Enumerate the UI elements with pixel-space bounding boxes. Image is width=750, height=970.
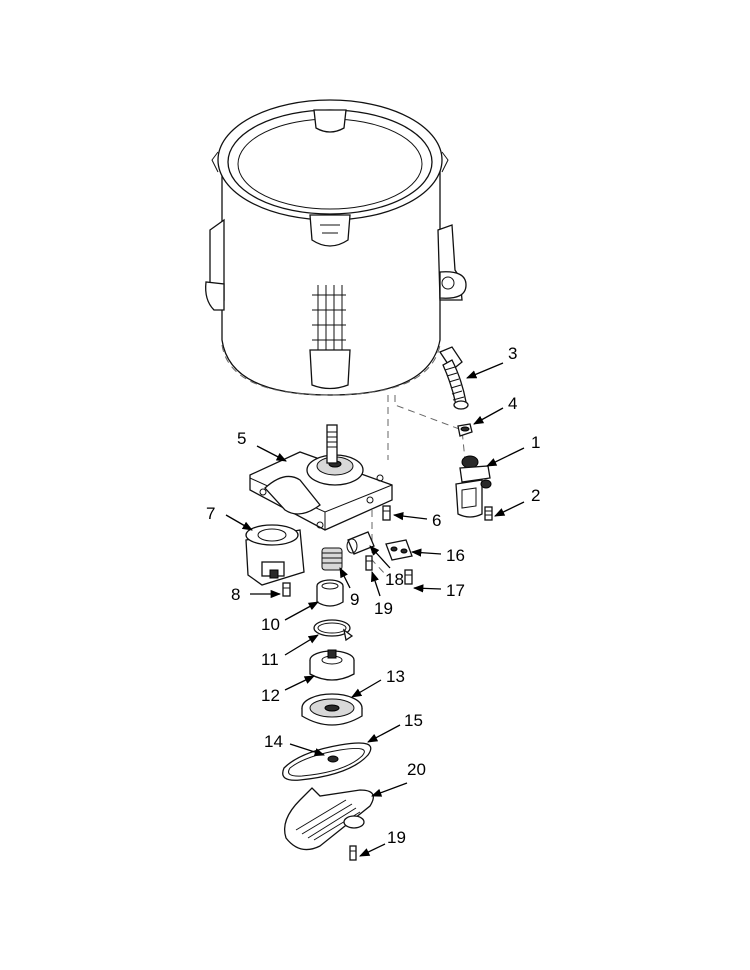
leader-arrows [225,362,525,857]
callout-10: 10 [261,615,280,634]
leader-arrow-5 [256,445,287,462]
shift-spring [321,547,343,571]
callout-3: 3 [508,344,517,363]
leader-arrow-12 [284,675,315,691]
actuator-screw [404,569,413,585]
leader-arrow-14 [289,743,325,757]
leader-arrow-2 [494,501,525,517]
callout-1: 1 [531,433,540,452]
connector-screw [365,555,373,571]
actuator-connector [346,531,375,555]
drive-motor [245,524,305,586]
shift-actuator [385,539,413,561]
leader-arrow-4 [473,407,504,425]
outer-tub [205,99,467,396]
callout-15: 15 [404,711,423,730]
callout-16: 16 [446,546,465,565]
callout-19-upper: 19 [374,599,393,618]
cover-screw [349,845,357,861]
mounting-plate [249,424,393,531]
callout-14: 14 [264,732,283,751]
callout-20: 20 [407,760,426,779]
drive-pulley [301,693,363,726]
leader-arrow-11 [284,634,319,656]
leader-arrow-19b [359,843,386,857]
leader-arrow-18 [369,545,391,569]
callout-12: 12 [261,686,280,705]
pump-screw [484,506,493,521]
leader-arrow-13 [351,679,382,698]
callout-17: 17 [446,581,465,600]
drain-hose [439,346,469,410]
callout-9: 9 [350,590,359,609]
leader-arrow-20 [371,782,408,797]
drain-pump [455,455,492,518]
motor-screw [282,582,291,597]
retaining-clip [313,619,354,642]
pulley-cover [283,787,374,851]
callout-18: 18 [385,570,404,589]
leader-arrow-7 [225,514,253,531]
callout-labels: 1 2 3 4 5 6 7 8 9 10 11 12 13 14 15 16 1… [206,344,540,847]
plate-screw [382,505,391,521]
hose-clamp [457,423,473,437]
leader-arrow-3 [466,362,504,379]
leader-arrow-10 [284,601,319,621]
leader-arrow-6 [392,511,428,521]
callout-13: 13 [386,667,405,686]
callout-8: 8 [231,585,240,604]
leader-arrow-19a [371,571,381,597]
callout-7: 7 [206,504,215,523]
leader-arrow-1 [486,447,525,467]
callout-6: 6 [432,511,441,530]
callout-11: 11 [261,650,279,669]
callout-4: 4 [508,394,517,413]
clutch-assembly [309,649,355,681]
leader-arrow-16 [410,548,442,557]
drive-belt [282,742,372,781]
clutch-hub [316,579,344,607]
leader-arrow-15 [367,724,401,743]
callout-5: 5 [237,429,246,448]
callout-2: 2 [531,486,540,505]
leader-arrow-17 [412,584,442,593]
callout-19-lower: 19 [387,828,406,847]
leader-arrow-9 [339,567,351,589]
